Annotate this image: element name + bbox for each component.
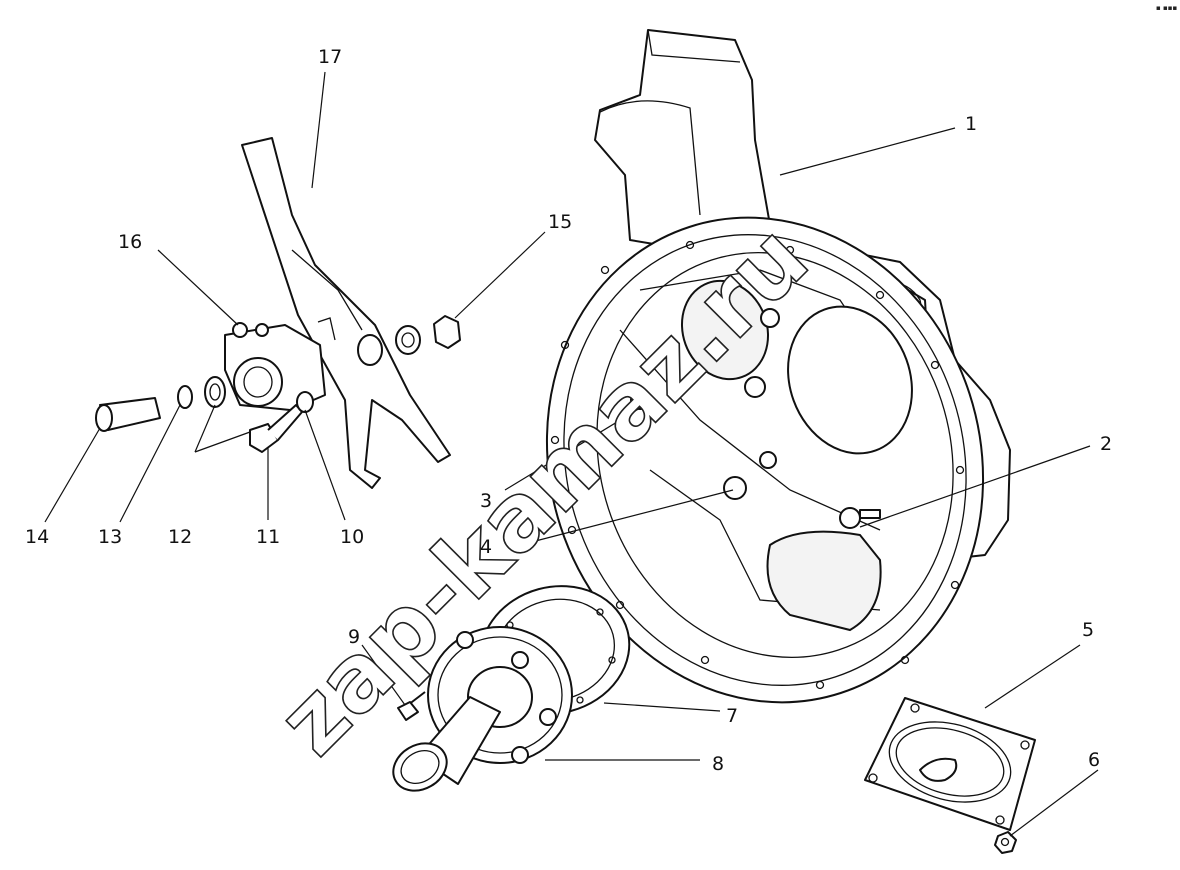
callout-11: 11 bbox=[256, 526, 280, 548]
callout-15: 15 bbox=[548, 211, 572, 233]
corner-mark: ▪ ▪▪▪ bbox=[1156, 4, 1177, 12]
callout-1: 1 bbox=[965, 113, 977, 135]
callout-16: 16 bbox=[118, 231, 142, 253]
callout-5: 5 bbox=[1082, 619, 1094, 641]
callout-6: 6 bbox=[1088, 749, 1100, 771]
callout-2: 2 bbox=[1100, 433, 1112, 455]
callout-17: 17 bbox=[318, 46, 342, 68]
bolt-9 bbox=[397, 691, 426, 721]
bearing-cap bbox=[392, 626, 573, 792]
callout-numbers: 1 2 3 4 5 6 7 8 9 10 11 12 13 14 15 16 1… bbox=[25, 46, 1112, 775]
callout-4: 4 bbox=[480, 536, 492, 558]
leader-lines bbox=[44, 71, 1099, 837]
bolt-11 bbox=[249, 404, 303, 453]
callout-14: 14 bbox=[25, 526, 49, 548]
callout-3: 3 bbox=[480, 490, 492, 512]
callout-12: 12 bbox=[168, 526, 192, 548]
callout-7: 7 bbox=[726, 705, 738, 727]
nut-6 bbox=[994, 831, 1017, 854]
callout-10: 10 bbox=[340, 526, 364, 548]
clutch-housing bbox=[545, 29, 1011, 704]
nut-15 bbox=[395, 315, 461, 355]
callout-9: 9 bbox=[348, 626, 360, 648]
callout-8: 8 bbox=[712, 753, 724, 775]
bracket-16 bbox=[224, 322, 326, 411]
washer-10 bbox=[296, 391, 314, 413]
callout-13: 13 bbox=[98, 526, 122, 548]
release-fork bbox=[241, 137, 451, 489]
pin-assembly bbox=[95, 376, 226, 432]
cover-plate bbox=[864, 697, 1036, 831]
